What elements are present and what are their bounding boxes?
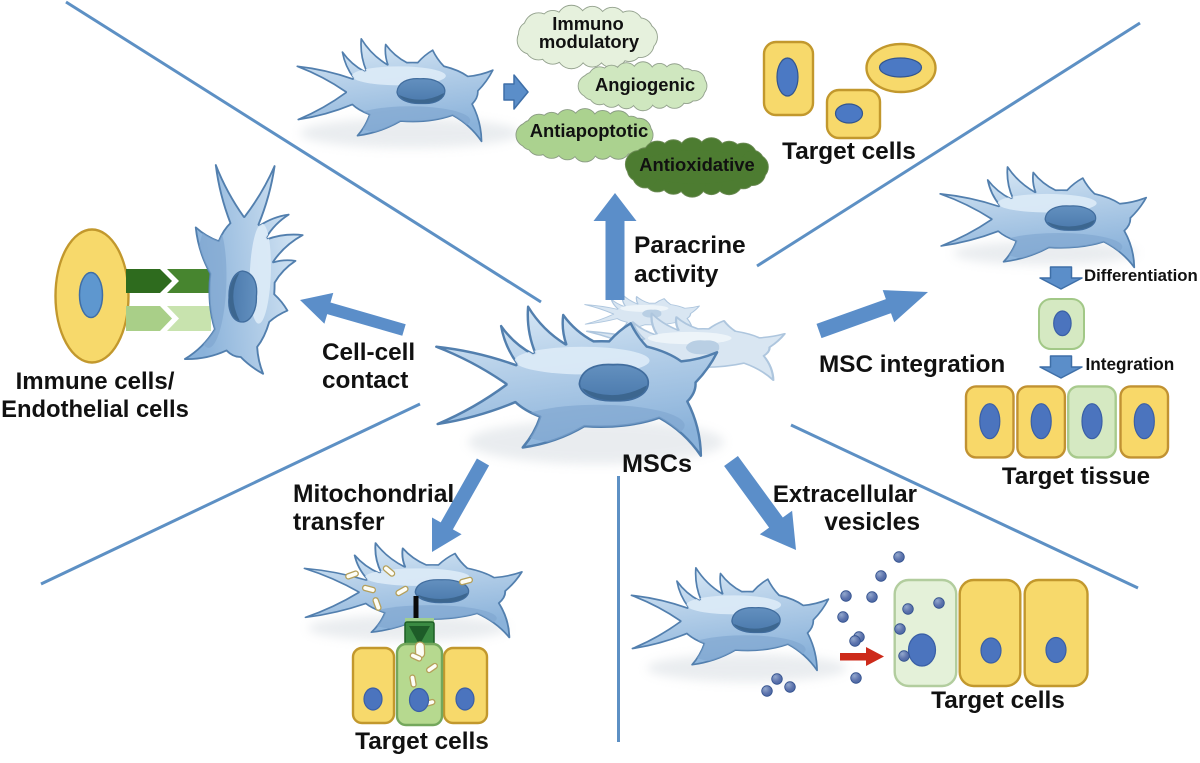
svg-text:Cell-cell: Cell-cell — [322, 339, 415, 366]
svg-text:Antioxidative: Antioxidative — [639, 154, 754, 175]
svg-text:Endothelial cells: Endothelial cells — [1, 396, 189, 423]
svg-text:contact: contact — [322, 367, 408, 394]
svg-text:Differentiation: Differentiation — [1084, 266, 1198, 285]
svg-text:Target cells: Target cells — [931, 687, 1065, 714]
svg-text:transfer: transfer — [293, 509, 385, 536]
svg-text:Integration: Integration — [1086, 354, 1175, 374]
svg-text:Immune cells/: Immune cells/ — [16, 368, 175, 395]
svg-text:Mitochondrial: Mitochondrial — [293, 481, 454, 508]
svg-text:Angiogenic: Angiogenic — [595, 74, 695, 95]
svg-text:Target tissue: Target tissue — [1002, 463, 1150, 490]
svg-text:vesicles: vesicles — [824, 509, 920, 536]
svg-text:modulatory: modulatory — [539, 31, 640, 52]
svg-text:Paracrine: Paracrine — [634, 232, 746, 259]
svg-text:Target cells: Target cells — [782, 138, 916, 165]
svg-text:Antiapoptotic: Antiapoptotic — [530, 120, 649, 141]
svg-text:MSCs: MSCs — [622, 450, 692, 478]
svg-text:MSC integration: MSC integration — [819, 351, 1005, 378]
svg-text:activity: activity — [634, 261, 719, 288]
svg-text:Target cells: Target cells — [355, 728, 489, 755]
svg-text:Extracellular: Extracellular — [773, 481, 917, 508]
svg-text:Immuno: Immuno — [552, 13, 624, 34]
